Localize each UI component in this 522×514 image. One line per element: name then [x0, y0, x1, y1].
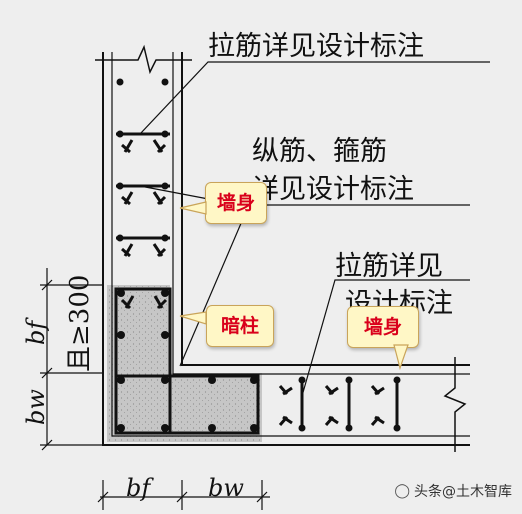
callout-pointer-upper [179, 201, 207, 215]
tie-bar-top-label: 拉筋详见设计标注 [208, 31, 424, 62]
callout-wall-body-upper: 墙身 [205, 182, 267, 224]
dim-bf-bottom-label: bf [126, 474, 154, 502]
chat-bubble-icon: ◯ [394, 483, 410, 499]
callout-pointer-column [179, 311, 207, 325]
watermark: ◯ 头条@土木智库 [394, 481, 512, 501]
left-dimensions [40, 268, 103, 451]
column-stirrups [114, 287, 260, 435]
longitudinal-bars [116, 78, 401, 432]
dim-bw-bottom-label: bw [208, 474, 244, 502]
long-bar-label-line1: 纵筋、箍筋 [252, 136, 387, 167]
callout-concealed-column-text: 暗柱 [220, 315, 259, 337]
tie-bar-right-label-line1: 拉筋详见 [335, 251, 443, 282]
dim-bf-left-label: bf [22, 317, 50, 345]
callout-concealed-column: 暗柱 [206, 305, 274, 347]
callout-wall-body-upper-text: 墙身 [216, 192, 255, 214]
dim-condition-label: 且≥300 [65, 275, 95, 372]
callout-wall-body-right-text: 墙身 [363, 316, 402, 338]
vertical-wall-ties [116, 132, 170, 291]
watermark-text: 头条@土木智库 [414, 484, 512, 500]
dim-bw-left-label: bw [22, 389, 50, 425]
callout-wall-body-right: 墙身 [347, 306, 419, 348]
callout-pointer-right [393, 344, 409, 370]
horizontal-wall-ties [278, 380, 399, 431]
long-bar-label-line2: 详见设计标注 [252, 174, 414, 205]
leader-lines [139, 61, 490, 397]
break-symbol-right [443, 357, 467, 452]
break-symbol-top [95, 44, 192, 75]
bottom-dimensions [97, 480, 270, 510]
